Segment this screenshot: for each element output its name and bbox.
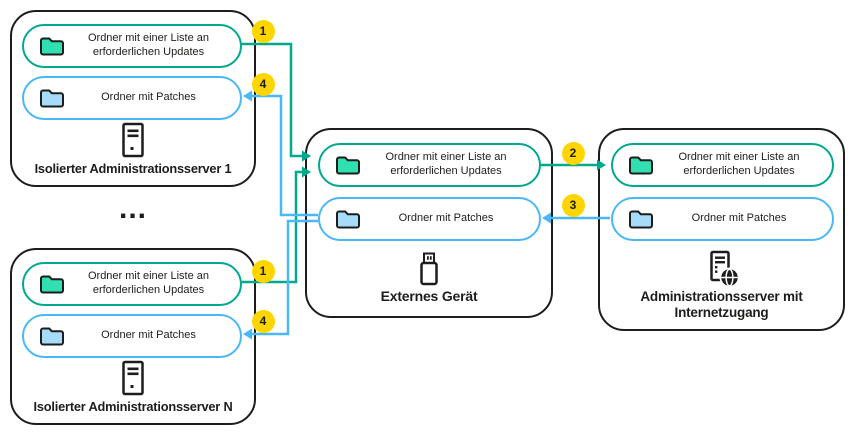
step-badge-4: 4	[251, 309, 275, 333]
server-tower-icon	[122, 122, 144, 158]
pill-label: Ordner mit Patches	[398, 212, 494, 225]
folder-patches-icon	[40, 89, 64, 108]
patches-folder-pill: Ordner mit Patches	[22, 76, 242, 120]
pill-label: Ordner mit Patches	[101, 329, 196, 342]
step-badge-1: 1	[251, 259, 275, 283]
folder-updates-icon	[40, 275, 64, 294]
usb-drive-icon	[420, 252, 438, 286]
box-title: Isolierter Administrationsserver N	[33, 399, 233, 414]
patches-folder-pill: Ordner mit Patches	[22, 314, 242, 358]
folder-patches-icon	[336, 210, 360, 229]
box-internet-server: Ordner mit einer Liste an erforderlichen…	[598, 128, 845, 331]
pill-label: Ordner mit einer Liste an erforderlichen…	[87, 32, 210, 58]
box-title: Externes Gerät	[380, 288, 478, 304]
server-globe-icon	[709, 250, 739, 288]
folder-patches-icon	[40, 327, 64, 346]
updates-folder-pill: Ordner mit einer Liste an erforderlichen…	[22, 262, 242, 306]
box-isolated-server-n: Ordner mit einer Liste an erforderlichen…	[10, 248, 256, 425]
patches-folder-pill: Ordner mit Patches	[611, 197, 834, 241]
step-badge-2: 2	[561, 141, 585, 165]
updates-folder-pill: Ordner mit einer Liste an erforderlichen…	[318, 143, 541, 187]
patches-folder-pill: Ordner mit Patches	[318, 197, 541, 241]
folder-updates-icon	[629, 156, 653, 175]
updates-folder-pill: Ordner mit einer Liste an erforderlichen…	[22, 24, 242, 68]
step-badge-3: 3	[561, 193, 585, 217]
folder-updates-icon	[336, 156, 360, 175]
folder-updates-icon	[40, 37, 64, 56]
server-tower-icon	[122, 360, 144, 396]
pill-label: Ordner mit einer Liste an erforderlichen…	[385, 151, 507, 177]
step-badge-1: 1	[251, 19, 275, 43]
pill-label: Ordner mit einer Liste an erforderlichen…	[678, 151, 800, 177]
pill-label: Ordner mit einer Liste an erforderlichen…	[87, 270, 210, 296]
box-title: Isolierter Administrationsserver 1	[34, 161, 232, 176]
more-servers-ellipsis: ...	[118, 192, 147, 225]
step-badge-4: 4	[251, 72, 275, 96]
pill-label: Ordner mit Patches	[101, 91, 196, 104]
box-title: Administrationsserver mit Internetzugang	[640, 288, 803, 320]
pill-label: Ordner mit Patches	[691, 212, 787, 225]
box-isolated-server-1: Ordner mit einer Liste an erforderlichen…	[10, 10, 256, 187]
folder-patches-icon	[629, 210, 653, 229]
updates-folder-pill: Ordner mit einer Liste an erforderlichen…	[611, 143, 834, 187]
box-external-device: Ordner mit einer Liste an erforderlichen…	[305, 128, 553, 318]
